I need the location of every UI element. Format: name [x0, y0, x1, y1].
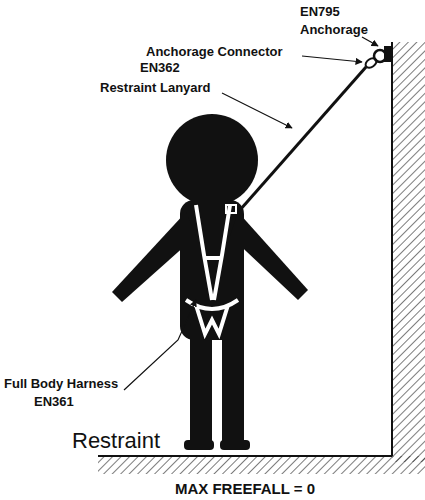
part-name: Anchorage Connector — [146, 44, 283, 60]
worker-figure — [112, 114, 308, 450]
method-title: Restraint — [72, 428, 160, 453]
wall-hatching — [392, 42, 425, 462]
ground-hatching — [98, 456, 425, 474]
ground-surface — [98, 455, 392, 457]
part-name: Restraint Lanyard — [100, 80, 211, 96]
standard-number: EN795 — [300, 4, 340, 20]
restraint-lanyard — [240, 67, 366, 210]
standard-number: EN361 — [34, 394, 74, 410]
part-name: Full Body Harness — [4, 376, 118, 392]
standard-number: EN362 — [140, 60, 180, 76]
part-name: Anchorage — [300, 22, 368, 38]
full-body-harness — [186, 205, 238, 334]
freefall-note: MAX FREEFALL = 0 — [175, 480, 315, 498]
wall-face — [391, 42, 393, 456]
